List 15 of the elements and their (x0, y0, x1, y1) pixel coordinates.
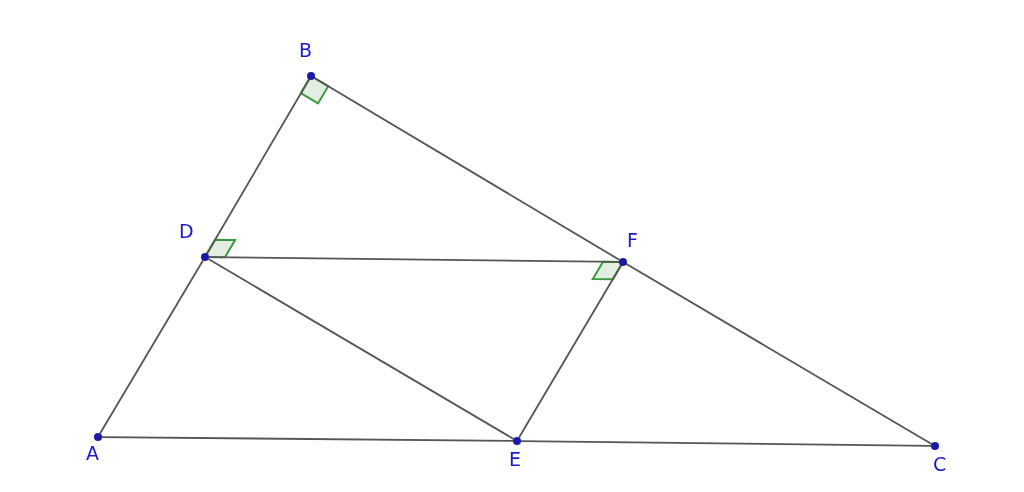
point-label: A (86, 443, 99, 463)
line-segment (625, 263, 933, 445)
point-label: F (627, 230, 638, 250)
line-segment (206, 78, 310, 255)
point-label: B (299, 40, 313, 60)
point-label: C (933, 454, 947, 474)
point-label: E (509, 449, 521, 469)
point-label: D (179, 221, 194, 241)
line-segment (207, 258, 515, 440)
line-segment (99, 259, 204, 435)
line-segment (208, 256, 620, 263)
line-segment (101, 436, 514, 442)
line-segment (518, 264, 622, 439)
line-segment (313, 77, 621, 261)
line-segment (520, 440, 932, 447)
